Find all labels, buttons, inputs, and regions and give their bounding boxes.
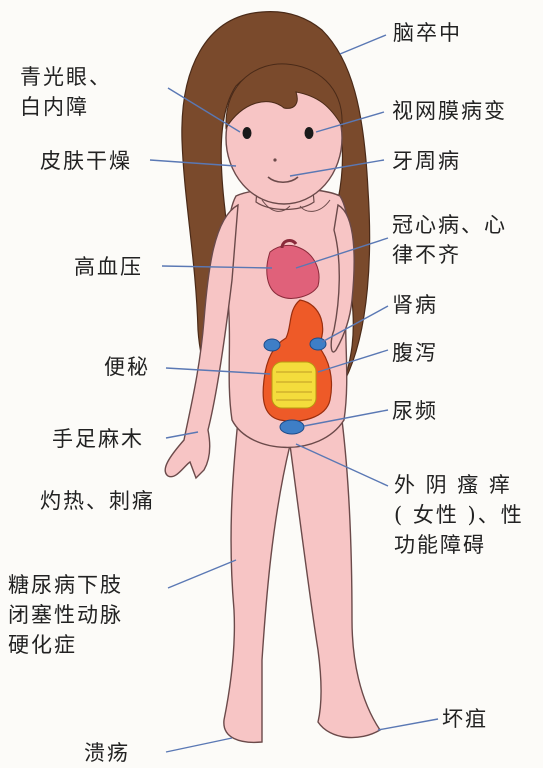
label-constipation: 便秘 [104,352,150,382]
left-kidney [264,339,280,351]
label-genital-itch-dysfunction: 外 阴 瘙 痒 ( 女性 )、性 功能障碍 [394,470,524,560]
label-burning-pain: 灼热、刺痛 [40,486,155,516]
label-ulcer: 溃疡 [84,738,130,768]
leader-ulcer [166,738,232,752]
label-coronary-arrhythmia: 冠心病、心 律不齐 [392,210,507,270]
left-eye [243,127,252,139]
leader-gangrene [378,719,438,730]
left-leg [224,420,290,742]
label-hypertension: 高血压 [74,252,143,282]
label-peripheral-artery-disease: 糖尿病下肢 闭塞性动脉 硬化症 [8,570,123,660]
label-stroke: 脑卒中 [393,18,462,48]
label-frequent-urination: 尿频 [392,396,438,426]
nose [273,158,276,161]
label-dry-skin: 皮肤干燥 [40,146,132,176]
right-kidney [310,338,326,350]
label-gangrene: 坏疽 [442,704,488,734]
label-retinopathy: 视网膜病变 [392,96,507,126]
label-glaucoma-cataract: 青光眼、 白内障 [20,62,112,122]
leader-peripheral [168,560,236,588]
right-leg [290,420,380,738]
label-kidney-disease: 肾病 [392,290,438,320]
leader-stroke [340,35,386,54]
label-diarrhea: 腹泻 [392,338,438,368]
bladder [280,420,304,434]
right-eye [305,127,314,139]
intestine [272,362,316,408]
label-periodontal: 牙周病 [392,146,461,176]
label-numbness: 手足麻木 [52,424,144,454]
